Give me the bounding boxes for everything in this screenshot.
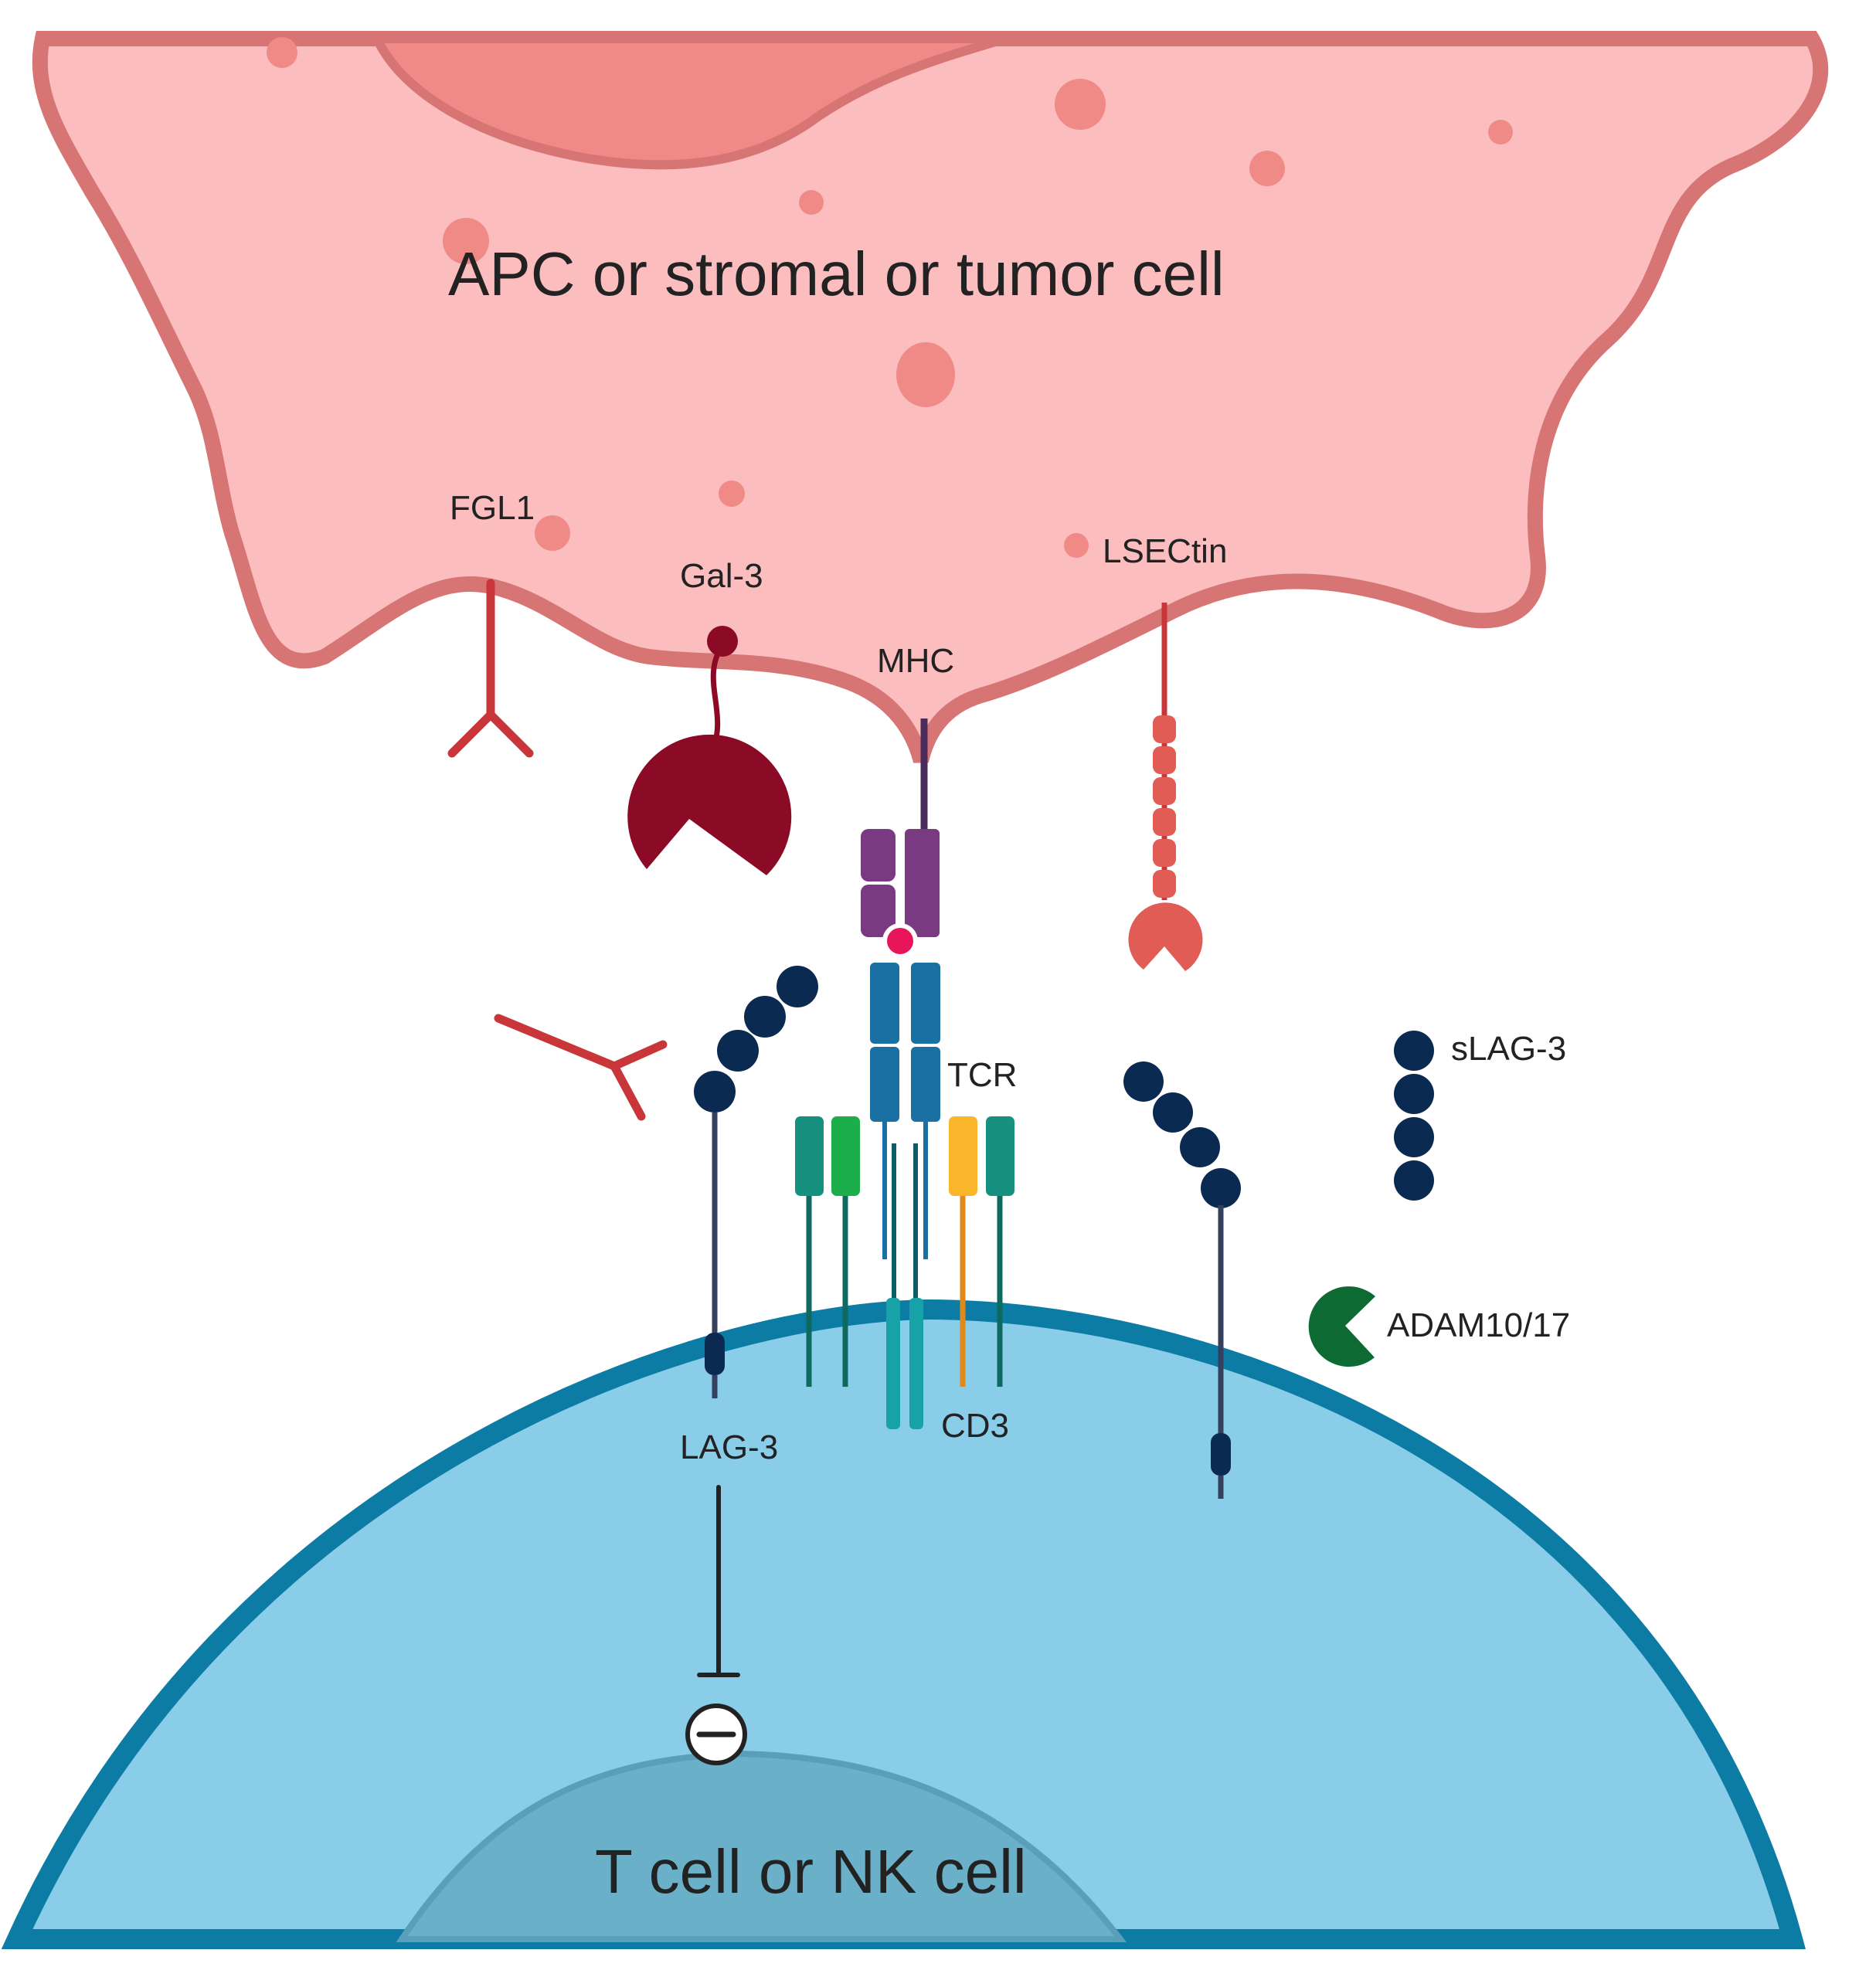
lag3-left xyxy=(694,966,818,1398)
inhibition-arrow xyxy=(697,1485,740,1677)
tcr-label: TCR xyxy=(947,1056,1017,1094)
cd3-label: CD3 xyxy=(941,1407,1009,1445)
t-cell-membrane xyxy=(1,1299,1806,1949)
adam-label: ADAM10/17 xyxy=(1387,1306,1570,1344)
apc-vesicles xyxy=(267,37,1513,558)
top-cell-label: APC or stromal or tumor cell xyxy=(448,239,1225,308)
adam-pacman-icon xyxy=(1308,1286,1375,1367)
cd3-complex xyxy=(795,1116,1014,1387)
mhc-molecule xyxy=(861,718,940,959)
t-cell-nucleus xyxy=(396,1750,1127,1942)
tcr-molecule xyxy=(870,963,940,1429)
lag3-label: LAG-3 xyxy=(680,1428,778,1466)
fgl1-label: FGL1 xyxy=(450,489,535,527)
lsectin-pacman xyxy=(1128,902,1203,971)
gal3-pacman xyxy=(627,734,792,875)
lag3-right xyxy=(1123,1062,1241,1499)
mhc-label: MHC xyxy=(877,642,954,680)
lsectin-molecule xyxy=(1128,603,1203,971)
antibody-icon xyxy=(494,1014,668,1121)
t-cell xyxy=(1,1299,1806,1949)
minus-icon xyxy=(685,1704,747,1765)
fgl1-molecule xyxy=(447,579,534,758)
gal3-label: Gal-3 xyxy=(680,557,763,595)
bottom-cell-label: T cell or NK cell xyxy=(595,1837,1027,1906)
apc-nucleus xyxy=(369,34,1006,170)
peptide xyxy=(882,923,918,959)
slag3-label: sLAG-3 xyxy=(1451,1030,1566,1068)
slag3-molecule xyxy=(1394,1031,1434,1201)
gal3-molecule xyxy=(627,626,792,875)
lsectin-label: LSECtin xyxy=(1103,532,1227,570)
apc-cell xyxy=(32,31,1829,763)
